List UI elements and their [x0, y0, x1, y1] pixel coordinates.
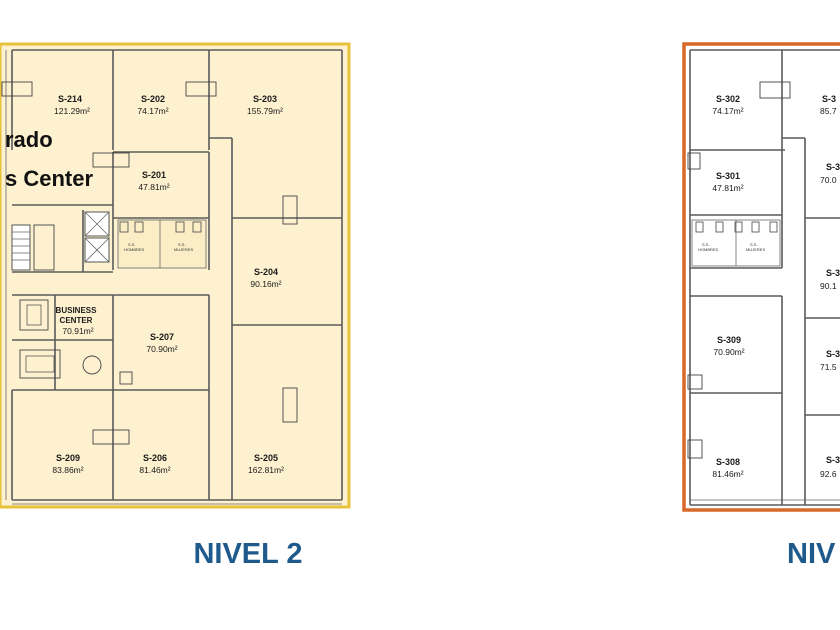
level3-plan-background — [682, 42, 840, 512]
level3-fixtures — [687, 81, 791, 459]
room-S-3-e-code: S-3 — [826, 455, 840, 465]
room-S-201-area: 47.81m² — [138, 182, 169, 192]
level2-walls — [5, 49, 343, 505]
room-S-201-code: S-201 — [142, 170, 166, 180]
overlay-title-line1: rado — [5, 127, 53, 152]
level2-restrooms: S.S. HOMBRES S.S. MUJERES — [117, 219, 207, 269]
room-S-206-area: 81.46m² — [139, 465, 170, 475]
level2-floor-plan: S.S. HOMBRES S.S. MUJERES S-214 121.29 — [0, 42, 351, 509]
room-S-302-code: S-302 — [716, 94, 740, 104]
room-S-3-c-area: 90.1 — [820, 281, 837, 291]
level3-room-labels: S-302 74.17m² S-3 85.7 S-301 47.81m² S-3… — [712, 94, 840, 479]
room-S-301-area: 47.81m² — [712, 183, 743, 193]
business-center-label-1: BUSINESS — [56, 306, 98, 315]
room-S-206-code: S-206 — [143, 453, 167, 463]
room-S-204-code: S-204 — [254, 267, 278, 277]
l3-wc-women-label-1: S.S. — [750, 242, 758, 247]
room-S-202-code: S-202 — [141, 94, 165, 104]
l3-wc-men-label-1: S.S. — [702, 242, 710, 247]
room-S-203-area: 155.79m² — [247, 106, 283, 116]
room-S-308-area: 81.46m² — [712, 469, 743, 479]
level2-room-labels: S-214 121.29m² S-202 74.17m² S-203 155.7… — [52, 94, 284, 475]
room-S-209-area: 83.86m² — [52, 465, 83, 475]
room-S-3-a-code: S-3 — [822, 94, 836, 104]
room-S-302-area: 74.17m² — [712, 106, 743, 116]
room-S-3-b-area: 70.0 — [820, 175, 837, 185]
level3-floor-plan: S.S. HOMBRES S.S. MUJERES S-302 74.17m² … — [682, 42, 840, 512]
l3-wc-women-label-2: MUJERES — [746, 247, 765, 252]
room-S-209-code: S-209 — [56, 453, 80, 463]
level2-label: NIVEL 2 — [193, 538, 302, 570]
room-S-3-e-area: 92.6 — [820, 469, 837, 479]
room-S-3-a-area: 85.7 — [820, 106, 837, 116]
l2-wc-men-label-2: HOMBRES — [124, 247, 145, 252]
l2-wc-men-label-1: S.S. — [128, 242, 136, 247]
l3-wc-men-label-2: HOMBRES — [698, 247, 719, 252]
room-S-205-code: S-205 — [254, 453, 278, 463]
room-S-3-b-code: S-3 — [826, 162, 840, 172]
room-S-202-area: 74.17m² — [137, 106, 168, 116]
room-S-205-area: 162.81m² — [248, 465, 284, 475]
room-S-214-code: S-214 — [58, 94, 82, 104]
room-S-3-d-area: 71.5 — [820, 362, 837, 372]
l2-wc-women-label-1: S.S. — [178, 242, 186, 247]
level3-label: NIV — [787, 538, 836, 570]
room-S-308-code: S-308 — [716, 457, 740, 467]
level3-restrooms: S.S. HOMBRES S.S. MUJERES — [691, 219, 781, 267]
level2-plan-background — [0, 42, 351, 509]
level2-fixtures — [1, 81, 298, 445]
room-S-207-area: 70.90m² — [146, 344, 177, 354]
room-S-3-c-code: S-3 — [826, 268, 840, 278]
room-S-207-code: S-207 — [150, 332, 174, 342]
room-S-203-code: S-203 — [253, 94, 277, 104]
business-center-label-2: CENTER — [60, 316, 93, 325]
l2-wc-women-label-2: MUJERES — [174, 247, 193, 252]
room-S-309-area: 70.90m² — [713, 347, 744, 357]
business-center-area: 70.91m² — [62, 326, 93, 336]
level2-elevators — [84, 211, 110, 263]
room-S-204-area: 90.16m² — [250, 279, 281, 289]
room-S-301-code: S-301 — [716, 171, 740, 181]
level3-walls — [689, 49, 840, 506]
level2-meeting-furniture — [19, 299, 102, 379]
room-S-3-d-code: S-3 — [826, 349, 840, 359]
overlay-title-line2: s Center — [5, 166, 93, 191]
room-S-214-area: 121.29m² — [54, 106, 90, 116]
room-S-309-code: S-309 — [717, 335, 741, 345]
level2-staircase — [11, 224, 55, 271]
